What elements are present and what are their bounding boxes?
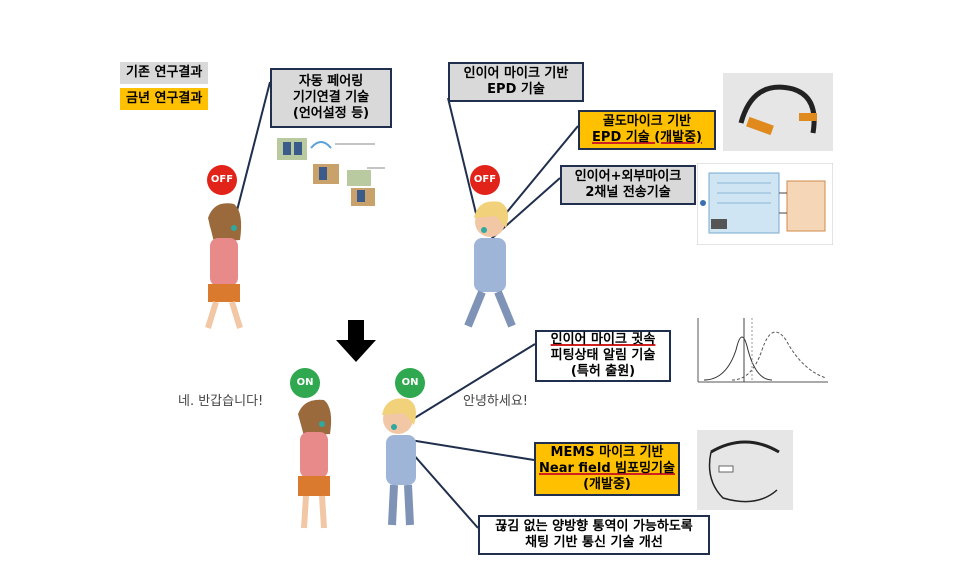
mems-line2: Near field 빔포밍기술	[539, 461, 675, 476]
legend-existing-label: 기존 연구결과	[126, 65, 203, 80]
two-channel-line2: 2채널 전송기술	[585, 185, 671, 200]
bone-epd-line1: 골도마이크 기반	[602, 114, 692, 129]
box-two-channel: 인이어+외부마이크 2채널 전송기술	[560, 165, 696, 205]
mems-mic-photo	[697, 430, 793, 510]
fitting-distribution-plot	[697, 318, 828, 383]
speech-left: 네. 반갑습니다!	[178, 394, 264, 409]
fitting-alert-line1: 인이어 마이크 귓속	[550, 332, 656, 347]
woman-talking-figure	[298, 399, 332, 529]
legend-this-year-label: 금년 연구결과	[126, 91, 203, 106]
box-chatting: 끊김 없는 양방향 통역이 가능하도록 채팅 기반 통신 기술 개선	[478, 515, 710, 555]
legend-this-year: 금년 연구결과	[120, 88, 209, 110]
badge-off-right: OFF	[470, 165, 500, 195]
line-pairing	[231, 81, 271, 231]
line-chatting	[404, 444, 479, 529]
line-mems	[409, 439, 535, 461]
box-mems: MEMS 마이크 기반 Near field 빔포밍기술 (개발중)	[534, 442, 680, 496]
badge-on-right: ON	[395, 368, 425, 398]
mems-line3: (개발중)	[583, 477, 631, 492]
line-fitting	[394, 343, 536, 431]
speech-right: 안녕하세요!	[463, 394, 529, 409]
chatting-line1: 끊김 없는 양방향 통역이 가능하도록	[495, 519, 693, 534]
box-fitting-alert: 인이어 마이크 귓속 피팅상태 알림 기술 (특허 출원)	[535, 330, 671, 382]
badge-off-left: OFF	[207, 165, 237, 195]
two-channel-line1: 인이어+외부마이크	[574, 169, 682, 184]
man-talking-figure	[382, 398, 416, 526]
inear-epd-line1: 인이어 마이크 기반	[463, 66, 569, 81]
badge-on-left: ON	[290, 368, 320, 398]
pairing-illustration	[277, 138, 385, 206]
fitting-alert-line2: 피팅상태 알림 기술	[550, 348, 656, 363]
auto-pairing-line3: (언어설정 등)	[292, 106, 370, 121]
line-inear-epd	[447, 97, 481, 231]
bone-epd-line2: EPD 기술 (개발중)	[592, 130, 702, 145]
legend-existing: 기존 연구결과	[120, 62, 209, 84]
circuit-diagram	[697, 163, 833, 245]
box-bone-epd: 골도마이크 기반 EPD 기술 (개발중)	[578, 110, 716, 150]
man-walking-figure	[464, 201, 516, 328]
fitting-alert-line3: (특허 출원)	[570, 364, 636, 379]
auto-pairing-line1: 자동 페어링	[298, 74, 364, 89]
box-inear-epd: 인이어 마이크 기반 EPD 기술	[448, 62, 584, 102]
inear-epd-line2: EPD 기술	[487, 82, 545, 97]
auto-pairing-line2: 기기연결 기술	[292, 90, 370, 105]
bone-mic-photo	[723, 73, 833, 151]
chatting-line2: 채팅 기반 통신 기술 개선	[525, 535, 663, 550]
mems-line1: MEMS 마이크 기반	[550, 445, 664, 460]
woman-walking-figure	[205, 203, 243, 329]
box-auto-pairing: 자동 페어링 기기연결 기술 (언어설정 등)	[270, 68, 392, 128]
transition-arrow	[336, 320, 376, 362]
